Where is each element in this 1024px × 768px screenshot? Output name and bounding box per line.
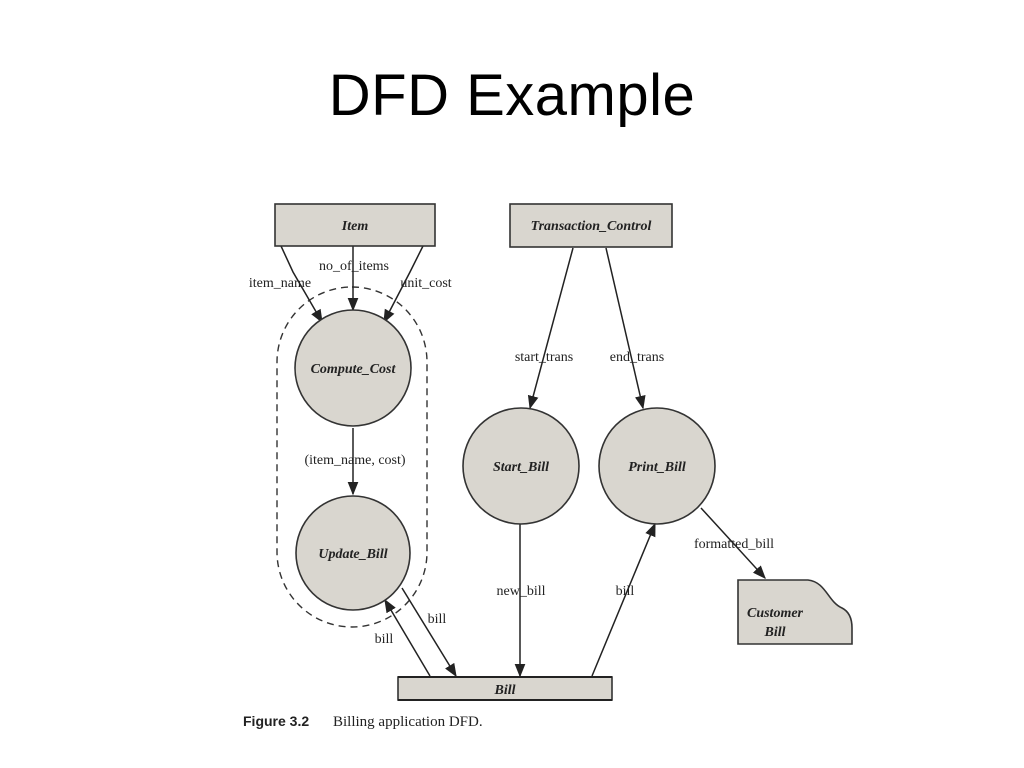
flow-label-no-of-items: no_of_items bbox=[319, 259, 389, 274]
process-start-bill-label: Start_Bill bbox=[493, 460, 549, 475]
flow-label-start-trans: start_trans bbox=[515, 350, 573, 365]
flow-label-bill-from-update: bill bbox=[375, 632, 394, 647]
process-update-bill bbox=[295, 495, 411, 611]
flow-label-bill-to-print: bill bbox=[616, 584, 635, 599]
flow-bill-to-update-store bbox=[401, 587, 457, 678]
flow-formatted-bill bbox=[700, 507, 766, 579]
entity-item bbox=[274, 203, 436, 247]
flow-unit-cost bbox=[383, 245, 424, 324]
flow-label-bill-to-update: bill bbox=[428, 612, 447, 627]
flow-bill-to-print bbox=[591, 522, 656, 677]
entity-transaction-control-label: Transaction_Control bbox=[531, 219, 652, 234]
flow-label-formatted-bill: formatted_bill bbox=[694, 537, 774, 552]
flow-end-trans bbox=[605, 247, 646, 410]
process-update-bill-label: Update_Bill bbox=[318, 547, 387, 562]
flow-start-trans bbox=[527, 247, 574, 410]
slide-title: DFD Example bbox=[328, 63, 696, 128]
process-print-bill-label: Print_Bill bbox=[628, 460, 686, 475]
document-customer-bill-line1: Customer bbox=[747, 606, 804, 621]
flow-label-item-name: item_name bbox=[249, 276, 311, 291]
process-group-boundary bbox=[276, 286, 428, 628]
flow-label-unit-cost: unit_cost bbox=[400, 276, 451, 291]
document-customer-bill-line2: Bill bbox=[763, 625, 785, 640]
flow-label-item-name-cost: (item_name, cost) bbox=[304, 453, 405, 468]
store-bill-label: Bill bbox=[493, 683, 515, 698]
flow-bill-from-store bbox=[384, 598, 431, 677]
process-print-bill bbox=[598, 407, 716, 525]
process-compute-cost bbox=[294, 309, 412, 427]
figure-caption-label: Figure 3.2 bbox=[243, 713, 309, 729]
flow-item-name bbox=[280, 245, 323, 324]
entity-item-label: Item bbox=[341, 219, 369, 234]
process-start-bill bbox=[462, 407, 580, 525]
entity-transaction-control bbox=[509, 203, 673, 248]
flow-label-new-bill: new_bill bbox=[497, 584, 546, 599]
flow-label-end-trans: end_trans bbox=[610, 350, 664, 365]
figure-caption-text: Billing application DFD. bbox=[333, 714, 483, 730]
process-compute-cost-label: Compute_Cost bbox=[311, 362, 397, 377]
document-customer-bill bbox=[737, 579, 853, 645]
